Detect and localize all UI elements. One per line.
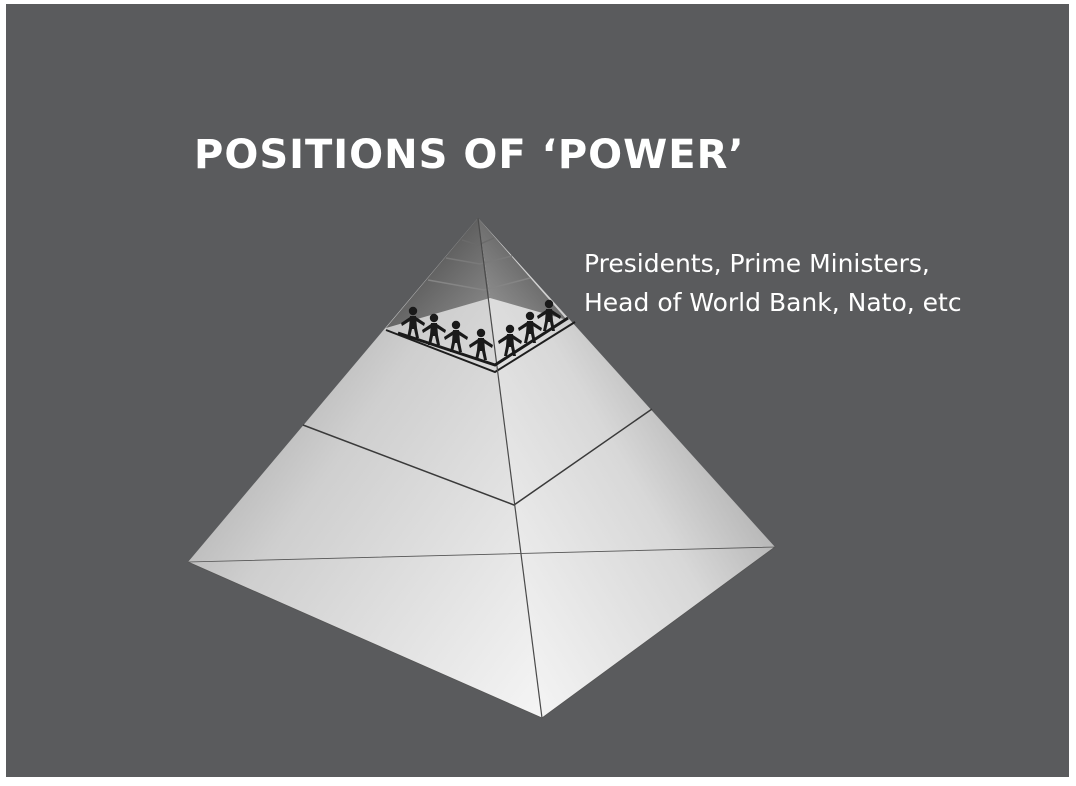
tier-line-top [385, 321, 576, 374]
caption-line-1: Presidents, Prime Ministers, [584, 249, 930, 278]
caption-line-2: Head of World Bank, Nato, etc [584, 288, 962, 317]
pyramid-capstone-left [386, 218, 490, 328]
tier-line-middle [302, 408, 653, 506]
pyramid-ridge [477, 217, 543, 719]
slide-title: POSITIONS OF ‘POWER’ [194, 132, 745, 178]
pyramid-right-face [478, 218, 775, 718]
pyramid-capstone-right [478, 218, 567, 320]
paper-chain-people-icon [397, 299, 569, 367]
pyramid-top-caption: Presidents, Prime Ministers, Head of Wor… [584, 244, 962, 322]
